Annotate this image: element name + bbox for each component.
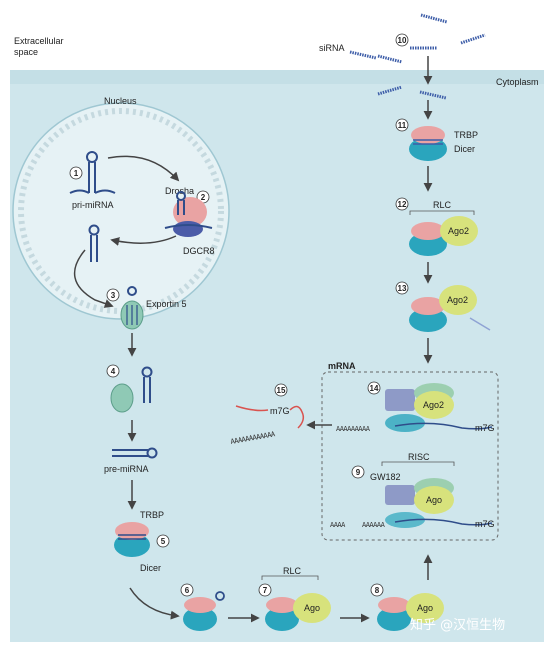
- step-13-number: 13: [398, 284, 407, 293]
- m7g-14: m7G: [475, 423, 495, 433]
- ago-step-8: [406, 593, 444, 623]
- dicer-label-left: Dicer: [140, 563, 161, 573]
- dgcr8-label: DGCR8: [183, 246, 215, 256]
- cytoplasm-label: Cytoplasm: [496, 77, 539, 87]
- step-4-number: 4: [111, 367, 116, 376]
- m7g-9: m7G: [475, 519, 495, 529]
- trbp-label-right: TRBP: [454, 130, 478, 140]
- step-14-number: 14: [370, 384, 379, 393]
- ago2-label-12: Ago2: [448, 226, 469, 236]
- risc-label: RISC: [408, 452, 430, 462]
- polya-9a: AAAA: [330, 521, 346, 529]
- step-11-number: 11: [398, 121, 407, 130]
- ago-step-9: [414, 486, 454, 514]
- extracellular-label-1: Extracellular: [14, 36, 64, 46]
- cleaved-mrna-fragment: [235, 405, 269, 412]
- dicer-label-right: Dicer: [454, 144, 475, 154]
- exportin-5-complex: [120, 286, 144, 330]
- ago-label-9: Ago: [426, 495, 442, 505]
- mrna-target-box: [321, 371, 499, 541]
- trbp-right: [411, 126, 445, 144]
- sirna-duplexes: [349, 13, 486, 100]
- ago2-step-13: [439, 285, 477, 315]
- drosha-protein: [173, 197, 207, 227]
- dicer-right: [409, 137, 447, 161]
- polya-9b: AAAAAA: [362, 521, 386, 529]
- pre-mirna-label: pre-miRNA: [104, 464, 149, 474]
- step-15-number: 15: [277, 386, 286, 395]
- pre-mirna-nuclear: [88, 224, 100, 262]
- step-10-number: 10: [398, 36, 407, 45]
- gw182-step-9: [385, 485, 415, 505]
- mrna-box-label: mRNA: [328, 361, 356, 371]
- ago2-label-13: Ago2: [447, 295, 468, 305]
- extracellular-label-2: space: [14, 47, 38, 57]
- polya-14: AAAAAAAAA: [336, 425, 371, 433]
- trbp-label-left: TRBP: [140, 510, 164, 520]
- step-9-number: 9: [356, 468, 361, 477]
- ago2-step-14: [414, 391, 454, 419]
- step-5-number: 5: [161, 537, 166, 546]
- ago-label-8: Ago: [417, 603, 433, 613]
- exportin-5-label: Exportin 5: [146, 299, 187, 309]
- gw182-step-14: [385, 389, 415, 411]
- sirna-label: siRNA: [319, 43, 345, 53]
- trbp-left: [115, 522, 149, 540]
- ago-label-7: Ago: [304, 603, 320, 613]
- step-1-badge: [69, 166, 83, 180]
- pre-mirna-duplex: [112, 447, 158, 459]
- ago-step-7: [293, 593, 331, 623]
- pre-mirna-cytoplasmic: [141, 366, 153, 403]
- nucleus-label: Nucleus: [104, 96, 137, 106]
- rlc-label-bottom: RLC: [283, 566, 302, 576]
- step-3-number: 3: [111, 291, 116, 300]
- pri-mirna-label: pri-miRNA: [72, 200, 114, 210]
- step-6-number: 6: [185, 586, 190, 595]
- step-2-number: 2: [201, 193, 206, 202]
- watermark: 知乎 @汉恒生物: [410, 617, 505, 633]
- drosha-label: Drosha: [165, 186, 194, 196]
- gw182-label: GW182: [370, 472, 401, 482]
- m7g-15: m7G: [270, 406, 290, 416]
- dicer-step-6: [183, 607, 217, 631]
- step-12-number: 12: [398, 200, 407, 209]
- rlc-label-right: RLC: [433, 200, 452, 210]
- dgcr8-protein: [173, 221, 203, 237]
- step-8-number: 8: [375, 586, 380, 595]
- pri-mirna-hairpin: [69, 151, 116, 194]
- exportin-5-released: [110, 383, 134, 413]
- ago2-label-14: Ago2: [423, 400, 444, 410]
- step-1-number: 1: [74, 169, 79, 178]
- step-7-number: 7: [263, 586, 268, 595]
- ago2-step-12: [440, 216, 478, 246]
